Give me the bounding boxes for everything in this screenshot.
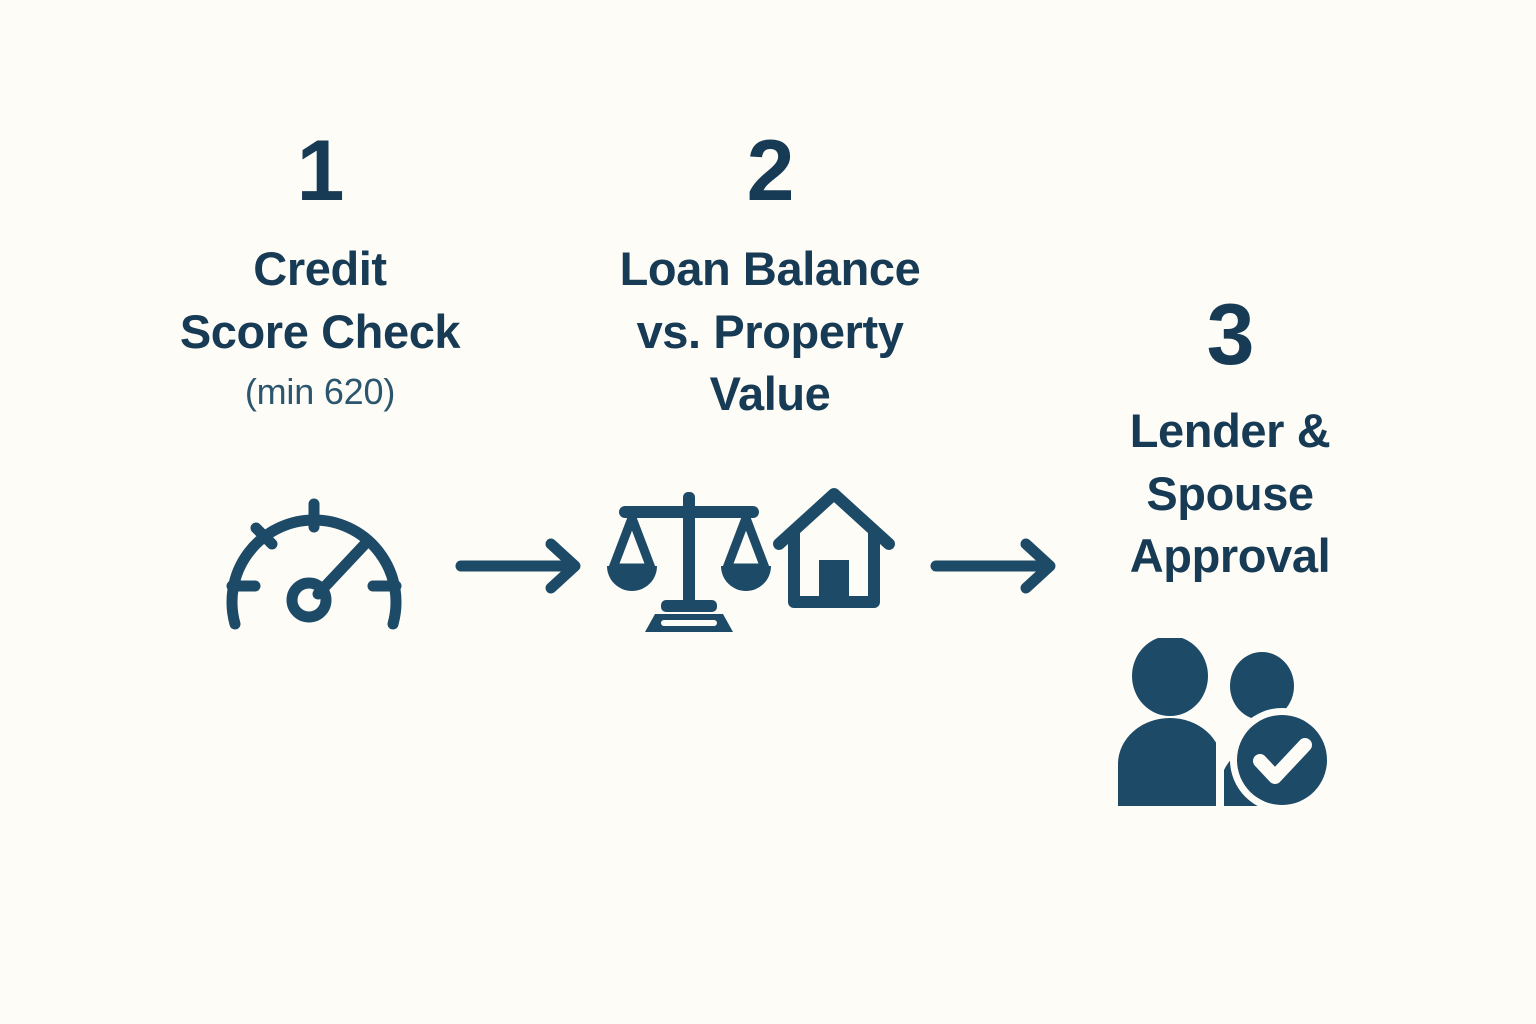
step-1-subtitle: (min 620) <box>244 371 396 412</box>
balance-scale-icon <box>605 482 773 634</box>
arrow-right-icon <box>455 538 587 594</box>
step-1-title: Credit Score Check <box>179 242 461 358</box>
step-2-block: 2 Loan Balance vs. Property Value <box>540 128 1000 426</box>
arrow-right-icon <box>930 538 1062 594</box>
step-2-title: Loan Balance vs. Property Value <box>619 242 921 420</box>
step-1-block: 1 Credit Score Check (min 620) <box>90 128 550 414</box>
step-3-title: Lender & Spouse Approval <box>1129 404 1331 582</box>
step-3-number: 3 <box>1206 287 1255 383</box>
step-1-number: 1 <box>296 123 345 219</box>
house-icon <box>772 486 896 610</box>
step-2-number: 2 <box>746 123 795 219</box>
people-approved-icon <box>1112 638 1348 806</box>
step-3-block: 3 Lender & Spouse Approval <box>1000 292 1460 588</box>
gauge-icon <box>205 482 423 632</box>
